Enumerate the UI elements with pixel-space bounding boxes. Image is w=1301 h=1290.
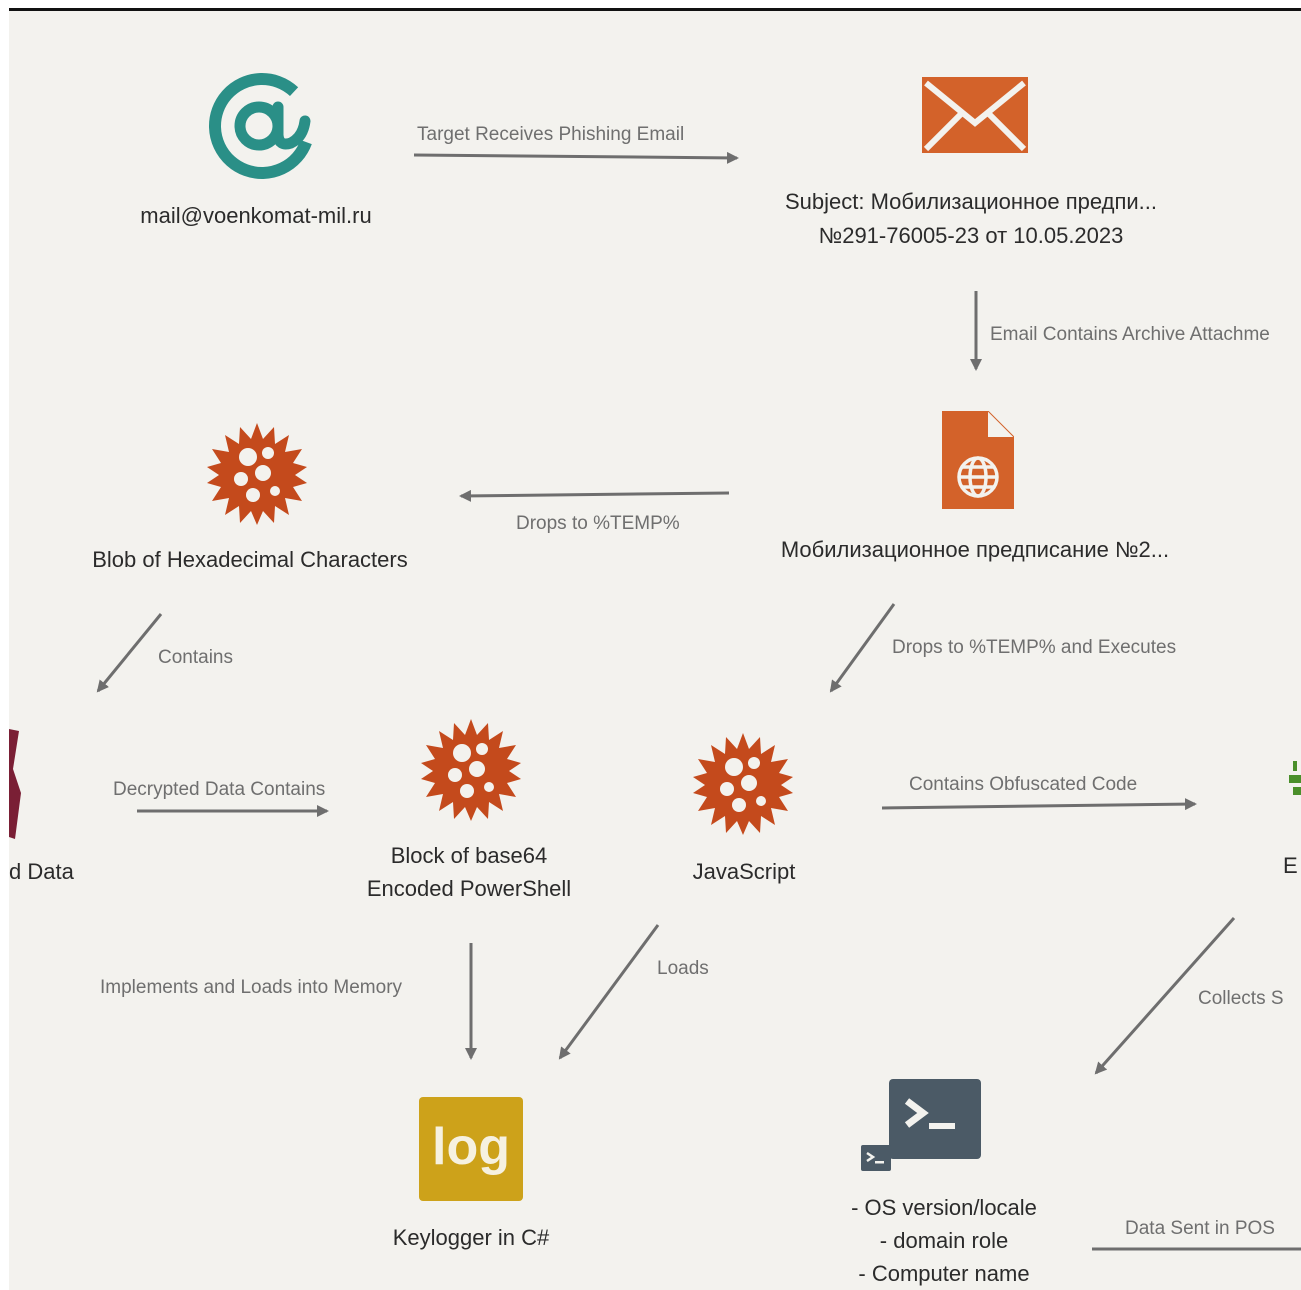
- edge-drops-temp-executes: [829, 603, 896, 693]
- edge-label-contains: Contains: [158, 647, 233, 668]
- node-label-subject-line1: Subject: Мобилизационное предпи...: [784, 189, 1158, 214]
- edge-drops-temp: [459, 489, 730, 502]
- edge-label-receives-email: Target Receives Phishing Email: [417, 124, 685, 145]
- node-label-hex-blob: Blob of Hexadecimal Characters: [92, 547, 408, 572]
- node-label-keylogger: Keylogger in C#: [392, 1225, 550, 1250]
- node-label-right-node: E: [1283, 853, 1298, 878]
- edge-collects: [1094, 917, 1236, 1075]
- edge-label-obfuscated-code: Contains Obfuscated Code: [909, 774, 1138, 795]
- maroon-fragment-icon: [9, 729, 23, 839]
- node-label-system-info-line2: - domain role: [879, 1228, 1009, 1253]
- virus-icon: [419, 717, 523, 821]
- edge-obfuscated-code: [881, 798, 1197, 811]
- node-label-system-info-line1: - OS version/locale: [851, 1195, 1037, 1220]
- edge-loads: [558, 924, 660, 1060]
- edge-contains: [96, 613, 163, 693]
- node-label-javascript: JavaScript: [692, 859, 796, 884]
- edge-label-drops-temp: Drops to %TEMP%: [516, 513, 680, 534]
- virus-icon: [691, 731, 795, 835]
- edge-receives-email: [413, 151, 739, 164]
- web-document-icon: [942, 410, 1015, 509]
- node-label-subject-line2: №291-76005-23 от 10.05.2023: [818, 223, 1124, 248]
- log-icon: log: [419, 1097, 523, 1201]
- edge-label-archive-attachment: Email Contains Archive Attachme: [990, 324, 1270, 345]
- green-fragment-icon: [1287, 761, 1301, 801]
- edge-label-collects: Collects S: [1198, 988, 1284, 1009]
- attack-flow-diagram: Target Receives Phishing Email Email Con…: [9, 8, 1301, 1290]
- edge-layer: [96, 151, 1301, 1251]
- at-icon: [207, 71, 317, 181]
- node-label-base64-line1: Block of base64: [390, 843, 548, 868]
- node-label-encrypted-data: d Data: [9, 859, 74, 884]
- node-label-email-address: mail@voenkomat-mil.ru: [140, 203, 372, 228]
- edge-label-loads: Loads: [657, 958, 709, 979]
- envelope-icon: [922, 77, 1028, 153]
- node-label-system-info-line3: - Computer name: [858, 1261, 1030, 1286]
- virus-icon: [205, 421, 309, 525]
- edge-label-implements-loads: Implements and Loads into Memory: [100, 977, 403, 998]
- terminal-icon: [861, 1079, 983, 1173]
- node-label-base64-line2: Encoded PowerShell: [366, 876, 572, 901]
- edge-label-data-sent: Data Sent in POS: [1125, 1218, 1275, 1239]
- node-label-attachment: Мобилизационное предписание №2...: [780, 537, 1170, 562]
- edge-label-decrypted-contains: Decrypted Data Contains: [113, 779, 326, 800]
- edge-label-drops-temp-executes: Drops to %TEMP% and Executes: [892, 637, 1177, 658]
- log-icon-text: log: [432, 1118, 510, 1176]
